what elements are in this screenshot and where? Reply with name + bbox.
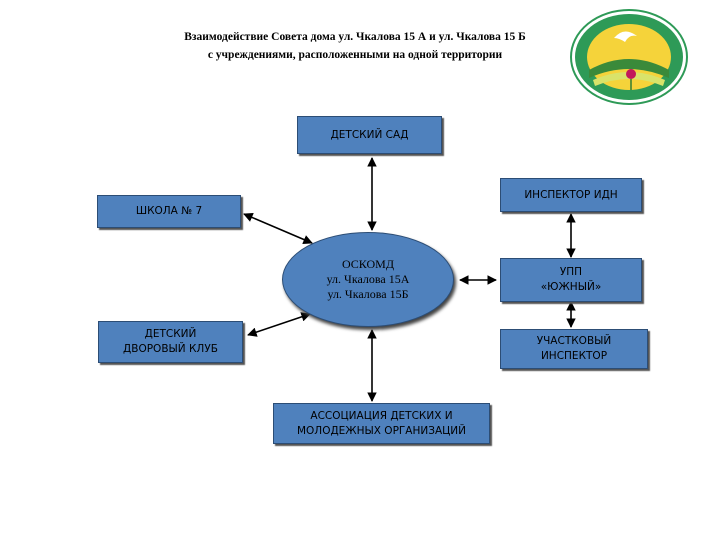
node-district-inspector: УЧАСТКОВЫЙ ИНСПЕКТОР — [500, 329, 648, 369]
node-school: ШКОЛА № 7 — [97, 195, 241, 228]
node-district-line-1: УЧАСТКОВЫЙ — [536, 335, 612, 347]
title-line-2: с учреждениями, расположенными на одной … — [207, 49, 503, 61]
node-center-oskomd: ОСКОМД ул. Чкалова 15А ул. Чкалова 15Б — [282, 232, 454, 327]
emblem-logo — [570, 9, 688, 105]
node-district-line-2: ИНСПЕКТОР — [540, 350, 608, 362]
node-kindergarten-label: ДЕТСКИЙ САД — [330, 128, 409, 141]
node-inspector-idn: ИНСПЕКТОР ИДН — [500, 178, 642, 212]
center-line-1: ОСКОМД — [341, 257, 395, 271]
node-association-line-1: АССОЦИАЦИЯ ДЕТСКИХ И — [310, 409, 453, 422]
node-upp: УПП «ЮЖНЫЙ» — [500, 258, 642, 302]
node-school-label: ШКОЛА № 7 — [135, 205, 203, 217]
node-courtyard-club: ДЕТСКИЙ ДВОРОВЫЙ КЛУБ — [98, 321, 243, 363]
arrow-school — [243, 212, 313, 245]
node-club-line-2: ДВОРОВЫЙ КЛУБ — [123, 343, 218, 355]
node-upp-line-2: «ЮЖНЫЙ» — [540, 281, 602, 293]
node-kindergarten: ДЕТСКИЙ САД — [297, 116, 442, 154]
center-line-2: ул. Чкалова 15А — [326, 272, 410, 286]
node-association: АССОЦИАЦИЯ ДЕТСКИХ И МОЛОДЕЖНЫХ ОРГАНИЗА… — [273, 403, 490, 444]
title-line-1: Взаимодействие Совета дома ул. Чкалова 1… — [184, 31, 526, 43]
node-association-line-2: МОЛОДЕЖНЫХ ОРГАНИЗАЦИЙ — [296, 424, 467, 437]
diagram-title: Взаимодействие Совета дома ул. Чкалова 1… — [120, 28, 590, 64]
node-upp-line-1: УПП — [559, 266, 583, 278]
arrow-club — [247, 312, 311, 337]
center-line-3: ул. Чкалова 15Б — [327, 287, 409, 301]
node-club-line-1: ДЕТСКИЙ — [144, 328, 197, 340]
node-inspector-idn-label: ИНСПЕКТОР ИДН — [524, 188, 618, 201]
